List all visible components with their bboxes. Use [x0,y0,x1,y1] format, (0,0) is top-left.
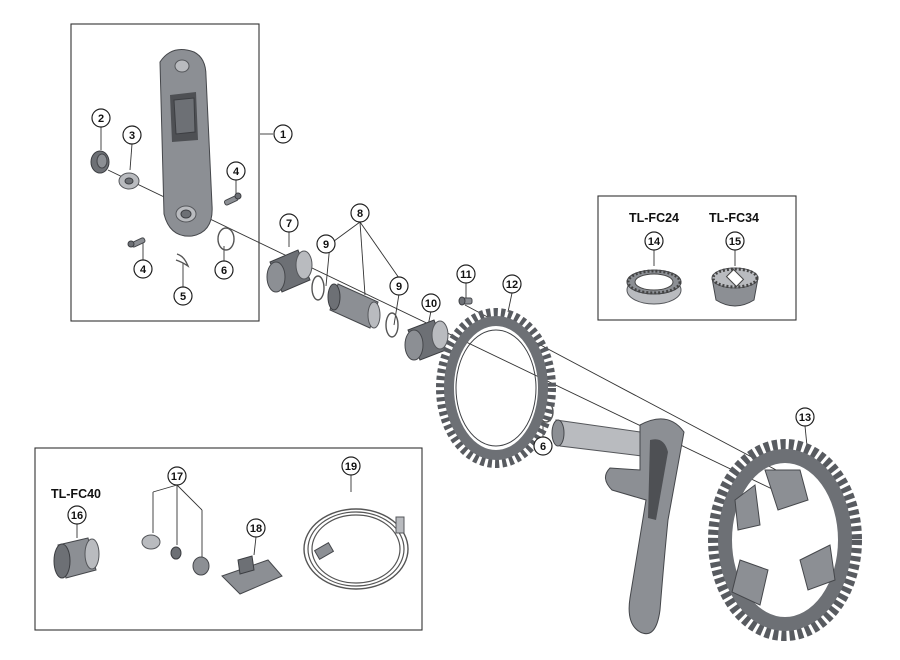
callout-4-lower: 4 [133,259,153,279]
callout-9-right: 9 [389,276,409,296]
left-crank-frame [70,23,260,322]
callout-19: 19 [341,456,361,476]
callout-1: 1 [273,124,293,144]
callout-14: 14 [644,231,664,251]
bb-spacer-right [385,312,399,338]
callout-number: 12 [506,279,518,291]
stopper-clip [175,253,190,268]
battery-holder-plate [221,555,283,595]
callout-number: 1 [280,129,286,141]
callout-17: 17 [167,466,187,486]
callout-16: 16 [67,505,87,525]
callout-number: 15 [729,236,741,248]
callout-number: 14 [648,236,661,248]
crank-bolt-lower [127,237,146,248]
callout-number: 7 [286,218,292,230]
tool-label-tl-fc40: TL-FC40 [51,487,101,501]
callout-number: 18 [250,523,262,535]
callout-3: 3 [122,125,142,145]
chainring-bolt [458,296,473,306]
callout-13: 13 [795,407,815,427]
tool-fc24-fc34-frame [597,195,797,321]
tool-tl-fc24 [626,269,682,305]
crank-cap [90,150,110,174]
callout-18: 18 [246,518,266,538]
left-crank-arm [159,49,213,237]
callout-number: 9 [323,239,329,251]
callout-number: 10 [425,298,437,310]
callout-15: 15 [725,231,745,251]
callout-number: 4 [233,166,240,178]
tool-tl-fc40 [53,537,100,579]
bb-inner-cover [327,283,381,329]
right-crank-arm [551,418,685,635]
cover-large [141,534,161,550]
callout-2: 2 [91,108,111,128]
callout-9-left: 9 [316,234,336,254]
callout-5: 5 [173,286,193,306]
outer-chainring [708,439,862,641]
callout-number: 9 [396,281,402,293]
callout-number: 17 [171,471,183,483]
callout-10: 10 [421,293,441,313]
callout-number: 4 [140,264,147,276]
callout-number: 3 [129,130,135,142]
callout-6-right: 6 [533,436,553,456]
tool-label-tl-fc34: TL-FC34 [709,211,759,225]
bb-spacer-left [311,275,325,301]
cover-medium [192,556,210,576]
stopper-plate [118,172,140,190]
usb-cable [303,508,409,590]
callout-12: 12 [502,274,522,294]
callout-11: 11 [456,264,476,284]
callout-number: 2 [98,113,104,125]
callout-7: 7 [279,213,299,233]
cover-small [170,546,182,560]
tool-label-tl-fc24: TL-FC24 [629,211,679,225]
crank-bolt-upper [223,192,242,206]
bb-adapter-left [266,249,313,293]
tool-tl-fc34 [711,267,759,307]
tool-fc40-accessories-frame [34,447,423,631]
callout-number: 13 [799,412,811,424]
callout-number: 19 [345,461,357,473]
o-ring-left [217,227,235,251]
callout-8: 8 [350,203,370,223]
callout-number: 5 [180,291,186,303]
callout-4-upper: 4 [226,161,246,181]
bb-adapter-right [404,319,449,361]
callout-number: 11 [460,269,472,281]
callout-number: 16 [71,510,83,522]
inner-chainring [436,308,556,468]
callout-number: 6 [540,441,546,453]
callout-number: 8 [357,208,363,220]
callout-number: 6 [221,265,227,277]
callout-6-left: 6 [214,260,234,280]
